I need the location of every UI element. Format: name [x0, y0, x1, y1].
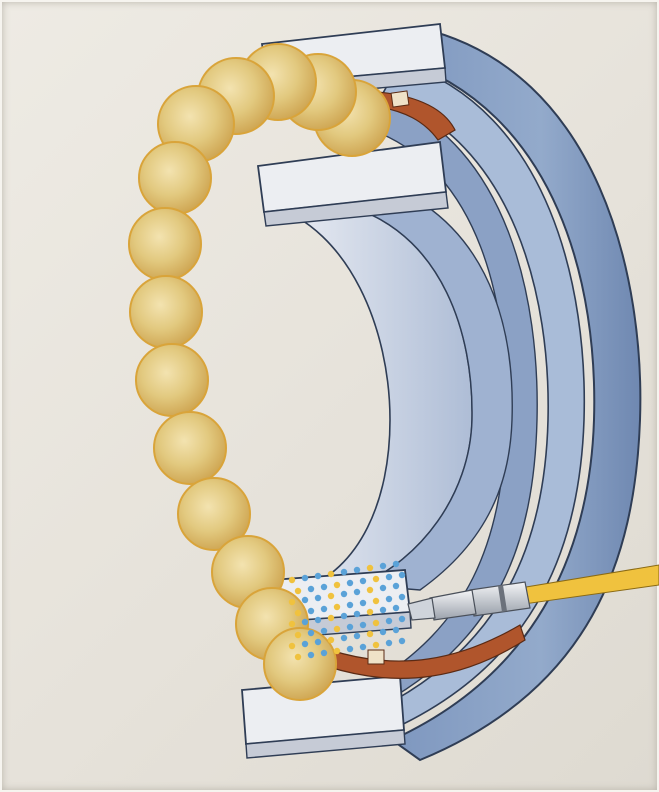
- grease-dot: [386, 618, 392, 624]
- grease-dot: [302, 575, 308, 581]
- bearing-ball: [264, 628, 336, 700]
- grease-dot: [380, 629, 386, 635]
- grease-dot: [347, 580, 353, 586]
- grease-dot: [308, 630, 314, 636]
- grease-dot: [321, 606, 327, 612]
- grease-dot: [386, 596, 392, 602]
- grease-dot: [354, 633, 360, 639]
- grease-dot: [380, 563, 386, 569]
- grease-dot: [341, 569, 347, 575]
- grease-dot: [321, 628, 327, 634]
- grease-dot: [328, 637, 334, 643]
- grease-dot: [367, 631, 373, 637]
- grease-dot: [367, 587, 373, 593]
- bearing-ball: [130, 276, 202, 348]
- grease-dot: [399, 616, 405, 622]
- grease-dot: [380, 607, 386, 613]
- bearing-ball: [139, 142, 211, 214]
- grease-dot: [367, 609, 373, 615]
- grease-dot: [373, 642, 379, 648]
- grease-dot: [386, 574, 392, 580]
- grease-dot: [289, 599, 295, 605]
- grease-dot: [308, 608, 314, 614]
- grease-dot: [354, 611, 360, 617]
- grease-dot: [347, 602, 353, 608]
- grease-dot: [328, 593, 334, 599]
- grease-dot: [302, 597, 308, 603]
- grease-dot: [399, 638, 405, 644]
- grease-dot: [321, 584, 327, 590]
- grease-dot: [347, 646, 353, 652]
- grease-dot: [360, 644, 366, 650]
- grease-dot: [315, 617, 321, 623]
- grease-dot: [334, 604, 340, 610]
- grease-dot: [373, 576, 379, 582]
- grease-dot: [399, 572, 405, 578]
- grease-dot: [302, 619, 308, 625]
- grease-dot: [334, 626, 340, 632]
- grease-dot: [295, 632, 301, 638]
- grease-dot: [373, 620, 379, 626]
- grease-dot: [341, 635, 347, 641]
- grease-dot: [373, 598, 379, 604]
- grease-dot: [393, 561, 399, 567]
- bearing-ball: [136, 344, 208, 416]
- grease-dot: [315, 639, 321, 645]
- grease-dot: [341, 613, 347, 619]
- grease-dot: [380, 585, 386, 591]
- grease-dot: [321, 650, 327, 656]
- grease-dot: [328, 615, 334, 621]
- grease-dot: [308, 586, 314, 592]
- inner-raceway: [270, 205, 512, 590]
- grease-dot: [295, 588, 301, 594]
- grease-dot: [315, 573, 321, 579]
- grease-dot: [393, 627, 399, 633]
- bearing-ball: [129, 208, 201, 280]
- grease-dot: [289, 643, 295, 649]
- grease-dot: [295, 610, 301, 616]
- grease-dot: [354, 567, 360, 573]
- grease-dot: [308, 652, 314, 658]
- grease-dot: [360, 578, 366, 584]
- grease-dot: [302, 641, 308, 647]
- bearing-ball: [154, 412, 226, 484]
- grease-dot: [347, 624, 353, 630]
- grease-dot: [328, 571, 334, 577]
- grease-dot: [315, 595, 321, 601]
- grease-dot: [334, 582, 340, 588]
- grease-dot: [354, 589, 360, 595]
- grease-dot: [289, 621, 295, 627]
- grease-dot: [393, 583, 399, 589]
- grease-dot: [393, 605, 399, 611]
- grease-dot: [341, 591, 347, 597]
- grease-dot: [360, 600, 366, 606]
- grease-dot: [399, 594, 405, 600]
- grease-dot: [289, 577, 295, 583]
- grease-dot: [360, 622, 366, 628]
- grease-dot: [334, 648, 340, 654]
- grease-dot: [295, 654, 301, 660]
- grease-dot: [386, 640, 392, 646]
- grease-dot: [367, 565, 373, 571]
